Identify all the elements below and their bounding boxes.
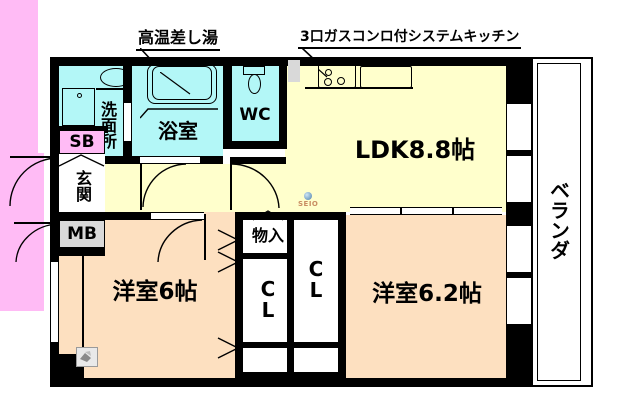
kitchen-counter-edge [305, 87, 413, 89]
wall-wc-bottom [223, 141, 287, 149]
closet-left-lower [0, 122, 38, 153]
bath-apron-line [139, 104, 220, 119]
box-mb: MB [59, 220, 105, 248]
wall-wc-left [223, 57, 232, 141]
room-veranda-label: ベランダ [546, 180, 571, 260]
wall-hall-western6-left [105, 212, 151, 220]
hallway [105, 164, 285, 212]
window-western-6-left-jamb [82, 256, 84, 354]
wall-closet-top [235, 212, 346, 220]
pipe-shaft-top [288, 60, 300, 82]
room-entrance-label: 玄関 [73, 170, 92, 202]
box-sb: SB [59, 130, 105, 154]
room-entrance [59, 154, 105, 212]
door-mb-leaf [14, 222, 60, 224]
washing-machine-drain [77, 93, 82, 98]
wall-entrance-top [50, 126, 108, 133]
door-hall-western6 [150, 212, 204, 220]
room-western-62-label: 洋室6.2帖 [372, 281, 482, 307]
watermark-badge-glyph [78, 349, 94, 363]
room-western-6-upper [105, 212, 235, 260]
wall-closet-mid [287, 212, 294, 378]
bathtub-inner [152, 66, 212, 100]
wall-closet-bottom [235, 372, 346, 379]
door-hall-washroom-swing [142, 163, 188, 210]
door-ldk-western62-slider [350, 207, 502, 215]
wall-closet-right-bottom [293, 342, 345, 348]
door-hall-ldk-leaf [230, 164, 232, 210]
stove-burner-2 [324, 78, 332, 86]
wall-closet-left-bottom [243, 342, 293, 348]
storage-entry-mark [249, 206, 287, 221]
vanity-counter-edge [96, 88, 123, 90]
door-slider-mullion-1 [400, 207, 402, 215]
closet-storage-label: 物入 [251, 226, 284, 245]
room-ldk [285, 66, 506, 207]
annotation-hot-water-label: 高温差し湯 [136, 24, 221, 51]
stove-handle-icon [317, 64, 332, 78]
wall-closet-right [338, 212, 346, 378]
wall-kitchen-left-stub [279, 57, 287, 87]
closet-right-lower [0, 280, 44, 311]
room-ldk-label: LDK8.8帖 [354, 135, 476, 164]
stove-burner-3 [337, 77, 345, 85]
kitchen-stove [318, 64, 356, 88]
room-veranda-inner [537, 63, 581, 381]
toilet-bowl [248, 74, 261, 94]
wall-closet-left [235, 212, 243, 378]
wall-mb-bottom [50, 248, 108, 256]
door-hall-western6-swing [156, 219, 204, 264]
room-wc-label: WC [239, 105, 271, 125]
bathtub-drain-line [159, 71, 196, 98]
wall-hall-ldk-head [230, 157, 286, 164]
door-hall-washroom-leaf [140, 164, 142, 210]
door-washroom-hall [140, 156, 200, 164]
room-western-6-label: 洋室6帖 [112, 279, 198, 305]
kitchen-sink [360, 66, 412, 88]
wall-entrance-bottom [50, 212, 108, 220]
wall-washroom-bath [123, 57, 132, 103]
annotation-kitchen-label: 3口ガスコンロ付システムキッチン [298, 26, 522, 49]
door-hall-western6-leaf [204, 214, 206, 260]
watermark-seio-text: SEIO [298, 200, 319, 208]
closet-left [0, 38, 38, 122]
wall-closet-storage-bottom [243, 253, 293, 259]
annotation-kitchen: 3口ガスコンロ付システムキッチン [298, 26, 522, 49]
window-veranda-ldk-2 [506, 156, 532, 202]
wall-bottom [50, 378, 532, 387]
room-western-62 [346, 215, 506, 378]
door-closet-left-fold-lower [217, 336, 240, 362]
door-closet-left-fold [217, 228, 240, 276]
door-washroom-bath [123, 103, 132, 141]
washing-machine-space [62, 88, 95, 126]
window-western-6-left [50, 262, 59, 342]
entrance-step-line [58, 152, 105, 167]
window-veranda-bed-1 [506, 226, 532, 272]
room-bath-label: 浴室 [158, 118, 198, 143]
annotation-hot-water: 高温差し湯 [136, 24, 221, 51]
wall-wc-right [279, 87, 287, 141]
window-veranda-ldk-1 [506, 104, 532, 150]
door-entrance [8, 157, 60, 210]
bathtub [147, 64, 217, 104]
closet-storage [0, 0, 38, 38]
watermark-seio-dot [304, 192, 312, 200]
door-slider-mullion-2 [452, 207, 454, 215]
door-mb [12, 223, 60, 266]
window-veranda-bed-2 [506, 278, 532, 324]
door-entrance-leaf [10, 156, 58, 158]
wall-washroom-bath-lower [123, 141, 132, 156]
door-hall-ldk-swing [231, 163, 281, 210]
stove-burner-1 [325, 69, 332, 76]
